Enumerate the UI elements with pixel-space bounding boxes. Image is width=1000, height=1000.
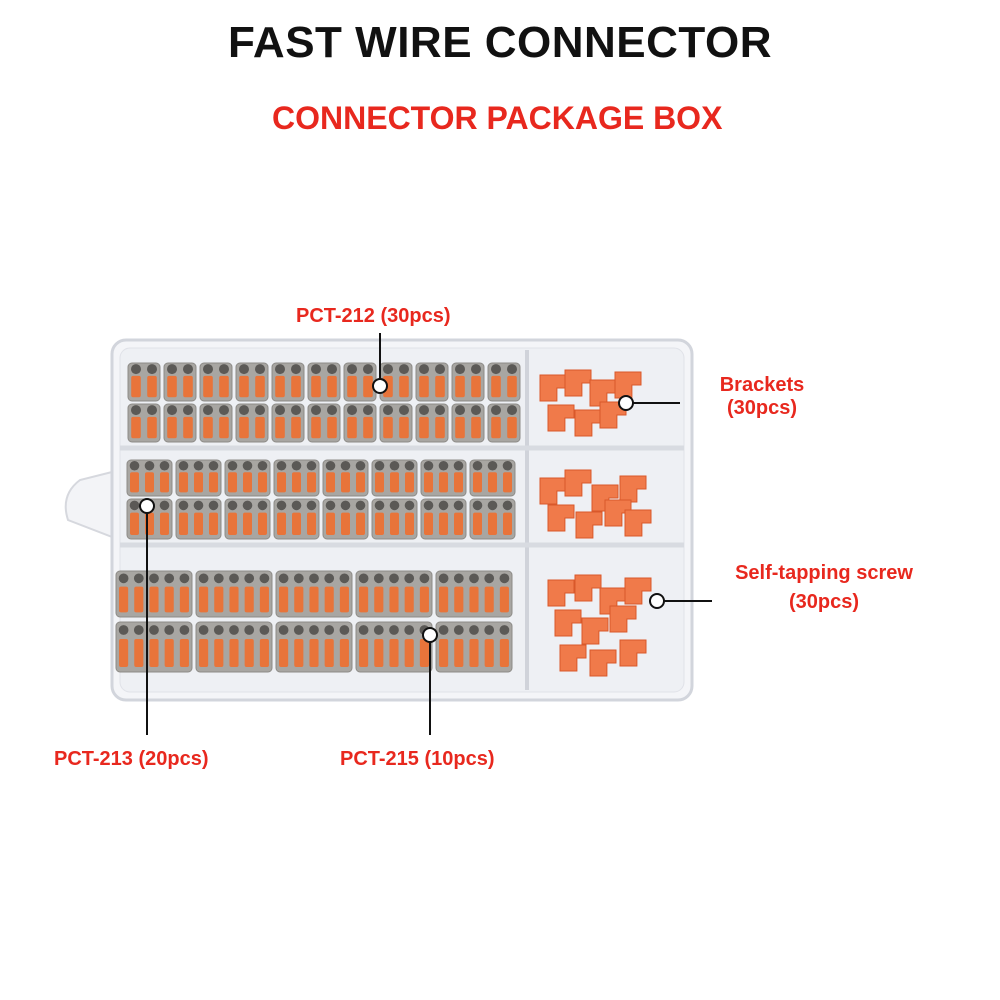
connector	[195, 621, 273, 673]
connector	[415, 362, 449, 402]
connector	[435, 570, 513, 618]
connector	[235, 403, 269, 443]
connector	[271, 403, 305, 443]
connector	[271, 362, 305, 402]
callout-dot-pct212	[372, 378, 388, 394]
connector	[322, 459, 369, 497]
connector	[175, 459, 222, 497]
bracket	[547, 579, 575, 607]
box-hang-tab	[64, 468, 121, 542]
connector	[420, 459, 467, 497]
bracket	[591, 484, 619, 512]
label-screw: Self-tapping screw (30pcs)	[708, 562, 940, 614]
bracket	[564, 469, 592, 497]
connector	[371, 459, 418, 497]
connector	[371, 498, 418, 540]
label-pct215: PCT-215 (10pcs)	[340, 748, 495, 770]
connector	[343, 403, 377, 443]
connector	[379, 403, 413, 443]
bracket	[554, 609, 582, 637]
connector	[355, 621, 433, 673]
connector	[199, 403, 233, 443]
page-title: FAST WIRE CONNECTOR	[227, 18, 773, 67]
connector	[322, 498, 369, 540]
callout-dot-screw	[649, 593, 665, 609]
connector	[273, 459, 320, 497]
connector	[275, 570, 353, 618]
connector	[126, 459, 173, 497]
callout-dot-pct213	[139, 498, 155, 514]
connector	[355, 570, 433, 618]
connector	[163, 403, 197, 443]
connector	[126, 498, 173, 540]
label-brackets-count: (30pcs)	[726, 397, 798, 419]
connector	[307, 362, 341, 402]
label-screw-count: (30pcs)	[788, 591, 860, 613]
callout-dot-brackets	[618, 395, 634, 411]
connector	[487, 403, 521, 443]
bracket-group	[539, 369, 652, 677]
bracket	[589, 649, 617, 677]
connector	[115, 621, 193, 673]
label-pct213: PCT-213 (20pcs)	[54, 748, 209, 770]
bracket	[609, 605, 637, 633]
connector	[235, 362, 269, 402]
connector	[451, 403, 485, 443]
connector	[343, 362, 377, 402]
page-subtitle: CONNECTOR PACKAGE BOX	[272, 100, 723, 136]
label-screw-name: Self-tapping screw	[735, 562, 913, 584]
label-pct212: PCT-212 (30pcs)	[296, 305, 451, 327]
bracket	[575, 511, 603, 539]
connector	[199, 362, 233, 402]
connector	[415, 403, 449, 443]
connector	[127, 362, 161, 402]
label-brackets: Brackets (30pcs)	[700, 374, 824, 420]
bracket	[547, 504, 575, 532]
bracket	[614, 371, 642, 399]
bracket	[564, 369, 592, 397]
connector	[273, 498, 320, 540]
connector	[469, 459, 516, 497]
connector	[175, 498, 222, 540]
callout-dot-pct215	[422, 627, 438, 643]
connector	[307, 403, 341, 443]
bracket	[574, 574, 602, 602]
connector	[127, 403, 161, 443]
connector	[275, 621, 353, 673]
bracket	[619, 639, 647, 667]
connector	[435, 621, 513, 673]
connector	[487, 362, 521, 402]
bracket	[604, 499, 632, 527]
connector	[451, 362, 485, 402]
bracket	[559, 644, 587, 672]
bracket	[624, 509, 652, 537]
connector	[115, 570, 193, 618]
connector	[224, 459, 271, 497]
connector	[163, 362, 197, 402]
connector	[420, 498, 467, 540]
bracket	[624, 577, 652, 605]
label-brackets-name: Brackets	[719, 374, 805, 396]
bracket	[547, 404, 575, 432]
connector	[469, 498, 516, 540]
connector	[195, 570, 273, 618]
connector	[224, 498, 271, 540]
connector-group	[115, 362, 521, 673]
bracket	[581, 617, 609, 645]
